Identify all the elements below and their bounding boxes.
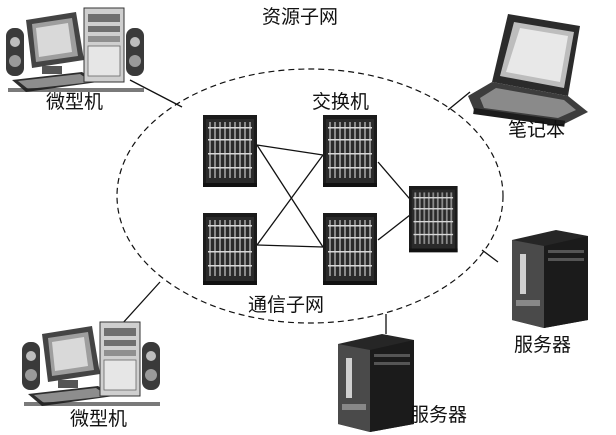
switch-mesh: [256, 144, 416, 248]
desktop-computer-icon-top: [5, 7, 145, 93]
tower-server-icon-right: [512, 230, 588, 328]
resource-subnet-boundary: [116, 68, 504, 324]
switch-top-left: [203, 115, 257, 187]
resource-subnet-label: 资源子网: [262, 6, 339, 28]
comm-subnet-label: 通信子网: [248, 294, 325, 316]
desktop-computer-icon-bottom: [21, 321, 161, 407]
microcomputer-bottom-label: 微型机: [70, 408, 128, 430]
switch-bottom-left: [203, 213, 257, 285]
link-laptop: [447, 91, 471, 111]
laptop-label: 笔记本: [508, 119, 566, 141]
link-server-right: [481, 249, 499, 263]
switch-top-right: [323, 115, 377, 187]
switch-bottom-right: [323, 213, 377, 285]
tower-server-icon-bottom: [338, 334, 414, 432]
switch-right: [409, 186, 458, 253]
switch-label: 交换机: [312, 91, 370, 113]
link-microcomputer-top: [129, 79, 183, 108]
microcomputer-top-label: 微型机: [46, 91, 104, 113]
laptop-icon: [468, 14, 588, 127]
server-bottom-label: 服务器: [410, 404, 468, 426]
server-right-label: 服务器: [514, 334, 572, 356]
